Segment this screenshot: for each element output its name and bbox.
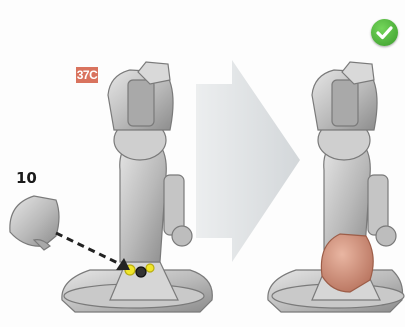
part-10-piece	[10, 196, 59, 250]
check-icon	[371, 19, 398, 46]
step-badge: 37C	[76, 67, 98, 83]
leg-assembly-before	[62, 62, 212, 312]
part-number-label: 10	[16, 169, 37, 187]
insertion-arrow	[56, 233, 130, 270]
leg-assembly-after	[268, 62, 404, 312]
fitted-part	[321, 234, 373, 292]
transition-arrow	[196, 60, 300, 262]
